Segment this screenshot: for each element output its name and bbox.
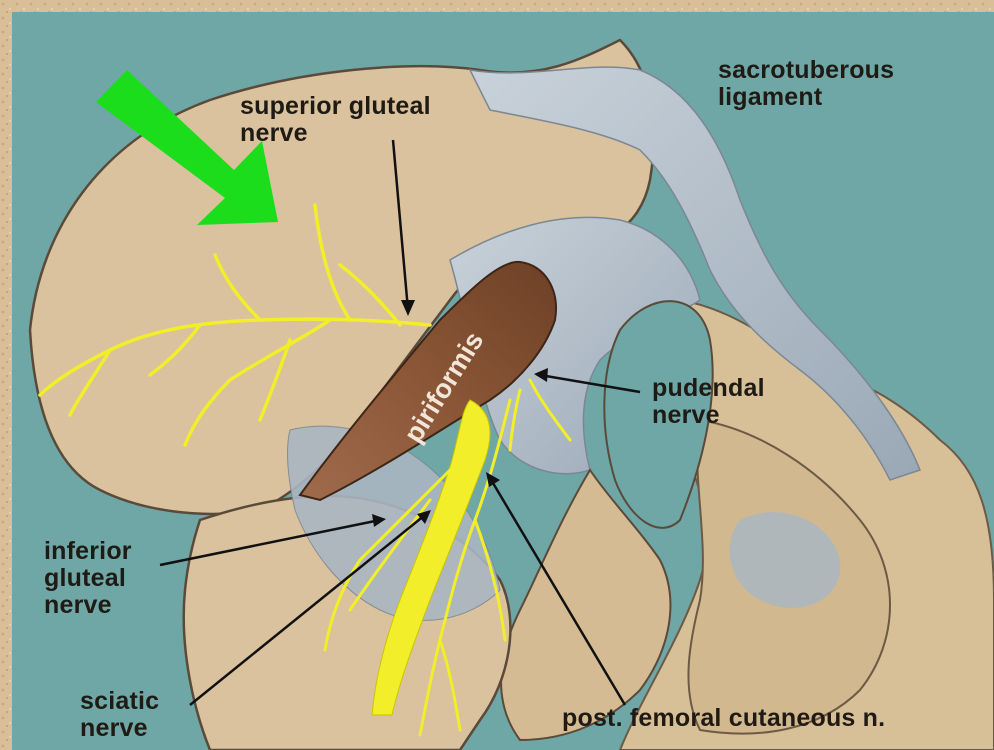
label-inferior-gluteal-nerve: inferior gluteal nerve [44, 538, 132, 619]
label-sacrotuberous-ligament: sacrotuberous ligament [718, 57, 894, 111]
label-sciatic-nerve: sciatic nerve [80, 688, 159, 742]
label-post-femoral-cutaneous: post. femoral cutaneous n. [562, 705, 885, 732]
label-superior-gluteal-nerve: superior gluteal nerve [240, 93, 431, 147]
label-pudendal-nerve: pudendal nerve [652, 375, 765, 429]
